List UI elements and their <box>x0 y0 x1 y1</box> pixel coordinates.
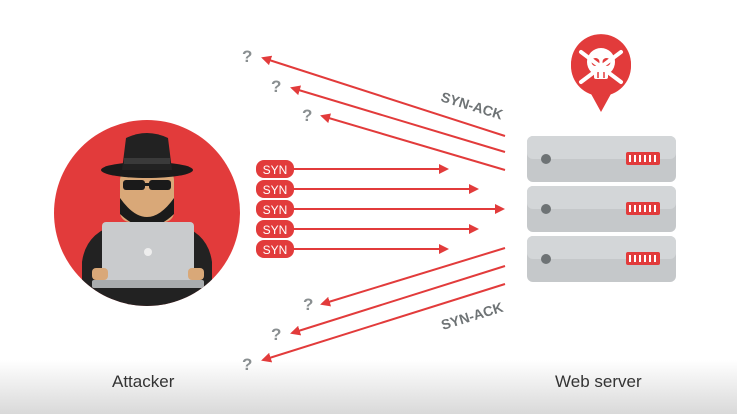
syn-ack-arrow <box>320 113 506 171</box>
syn-badge: SYN <box>256 240 294 258</box>
attacker-hacker-icon <box>54 120 240 306</box>
syn-ack-arrow <box>261 55 506 137</box>
syn-ack-arrow <box>320 247 506 307</box>
server-unit <box>527 136 676 182</box>
syn-badge: SYN <box>256 160 294 178</box>
skull-pin-icon <box>571 34 631 112</box>
question-mark-icon: ? <box>242 47 252 66</box>
attacker-label: Attacker <box>112 372 175 391</box>
syn-arrows <box>293 164 505 254</box>
web-server-icon <box>527 136 676 282</box>
web-server-label: Web server <box>555 372 642 391</box>
server-unit <box>527 236 676 282</box>
question-mark-icon: ? <box>271 325 281 344</box>
server-unit <box>527 186 676 232</box>
svg-text:SYN: SYN <box>263 223 288 237</box>
question-mark-icon: ? <box>302 106 312 125</box>
syn-ack-arrow <box>290 265 506 336</box>
syn-ack-arrows-upper <box>261 55 506 171</box>
question-mark-icon: ? <box>303 295 313 314</box>
svg-text:SYN: SYN <box>263 203 288 217</box>
svg-text:SYN: SYN <box>263 163 288 177</box>
svg-text:SYN: SYN <box>263 183 288 197</box>
syn-ack-label-lower: SYN-ACK <box>439 299 505 333</box>
syn-ack-arrow <box>290 85 506 153</box>
bottom-strip <box>0 360 737 414</box>
syn-badge: SYN <box>256 220 294 238</box>
syn-ack-arrow <box>261 283 506 363</box>
syn-badge: SYN <box>256 180 294 198</box>
syn-ack-arrows-lower <box>261 247 506 363</box>
svg-text:SYN: SYN <box>263 243 288 257</box>
syn-badge: SYN <box>256 200 294 218</box>
question-mark-icon: ? <box>242 355 252 374</box>
question-mark-icon: ? <box>271 77 281 96</box>
